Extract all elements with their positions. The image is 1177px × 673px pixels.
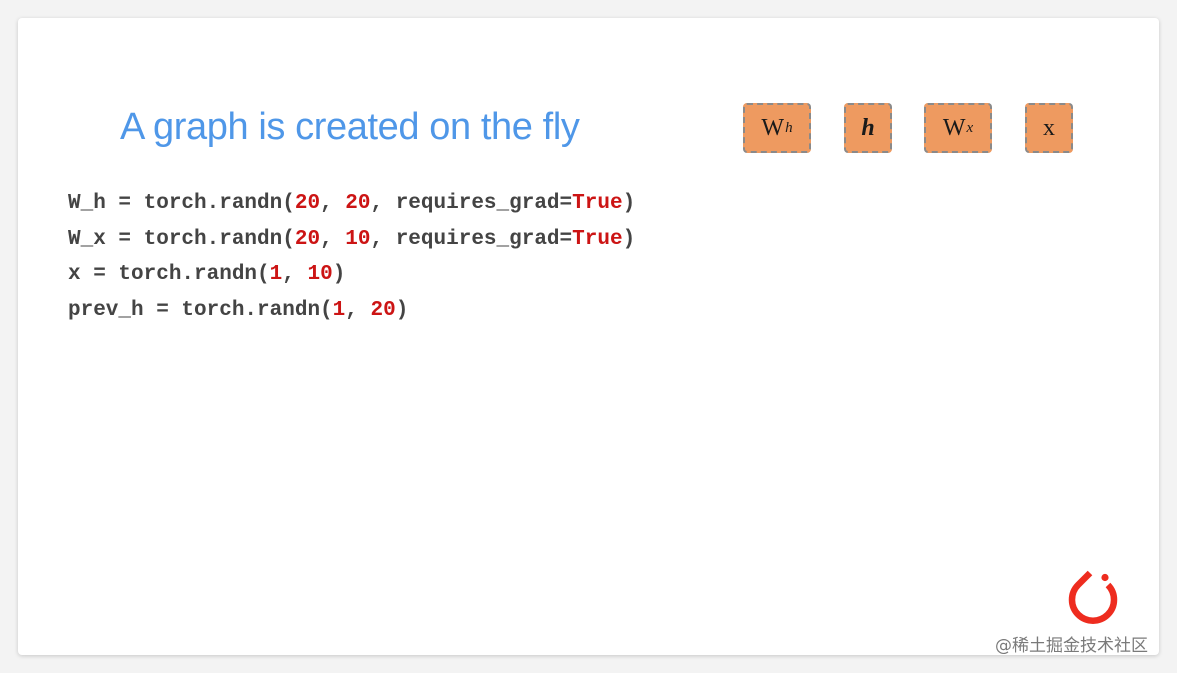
code-text: W_x = torch.randn( [68, 227, 295, 251]
code-text: ) [332, 263, 346, 286]
code-text: ) [622, 192, 636, 215]
code-number: 10 [345, 227, 371, 251]
code-text: , requires_grad= [370, 227, 573, 251]
node-x-label: x [1043, 114, 1055, 141]
node-x: x [1025, 103, 1073, 153]
code-keyword: True [572, 192, 623, 215]
code-text: , [320, 192, 346, 215]
code-line-1: W_h = torch.randn(20, 20, requires_grad=… [68, 186, 635, 222]
code-block: W_h = torch.randn(20, 20, requires_grad=… [68, 186, 635, 328]
code-number: 20 [370, 298, 396, 322]
code-text: , [320, 227, 346, 251]
watermark: @稀土掘金技术社区 [995, 636, 1148, 656]
node-w-x-label: W [942, 114, 966, 141]
node-w-h-label: W [761, 114, 785, 141]
code-text: , requires_grad= [370, 192, 573, 215]
code-text: ) [622, 227, 636, 251]
code-number: 1 [332, 298, 346, 322]
code-line-2: W_x = torch.randn(20, 10, requires_grad=… [68, 222, 635, 258]
code-number: 1 [269, 263, 283, 286]
node-w-x-subscript: x [966, 119, 974, 136]
code-number: 10 [307, 263, 333, 286]
code-text: x = torch.randn( [68, 263, 270, 286]
code-text: prev_h = torch.randn( [68, 298, 333, 322]
node-w-h-subscript: h [785, 119, 793, 136]
code-number: 20 [294, 192, 321, 215]
pytorch-logo-icon [1068, 570, 1118, 624]
code-keyword: True [572, 227, 623, 251]
node-h-label: h [861, 114, 875, 141]
code-text: , [345, 298, 371, 322]
code-number: 20 [294, 227, 321, 251]
code-number: 20 [345, 192, 371, 215]
node-h: h [844, 103, 892, 153]
code-text: , [282, 263, 308, 286]
code-text: W_h = torch.randn( [68, 192, 295, 215]
code-line-3: x = torch.randn(1, 10) [68, 257, 635, 293]
slide-title: A graph is created on the fly [120, 106, 580, 148]
code-line-4: prev_h = torch.randn(1, 20) [68, 293, 635, 329]
code-text: ) [395, 298, 409, 322]
